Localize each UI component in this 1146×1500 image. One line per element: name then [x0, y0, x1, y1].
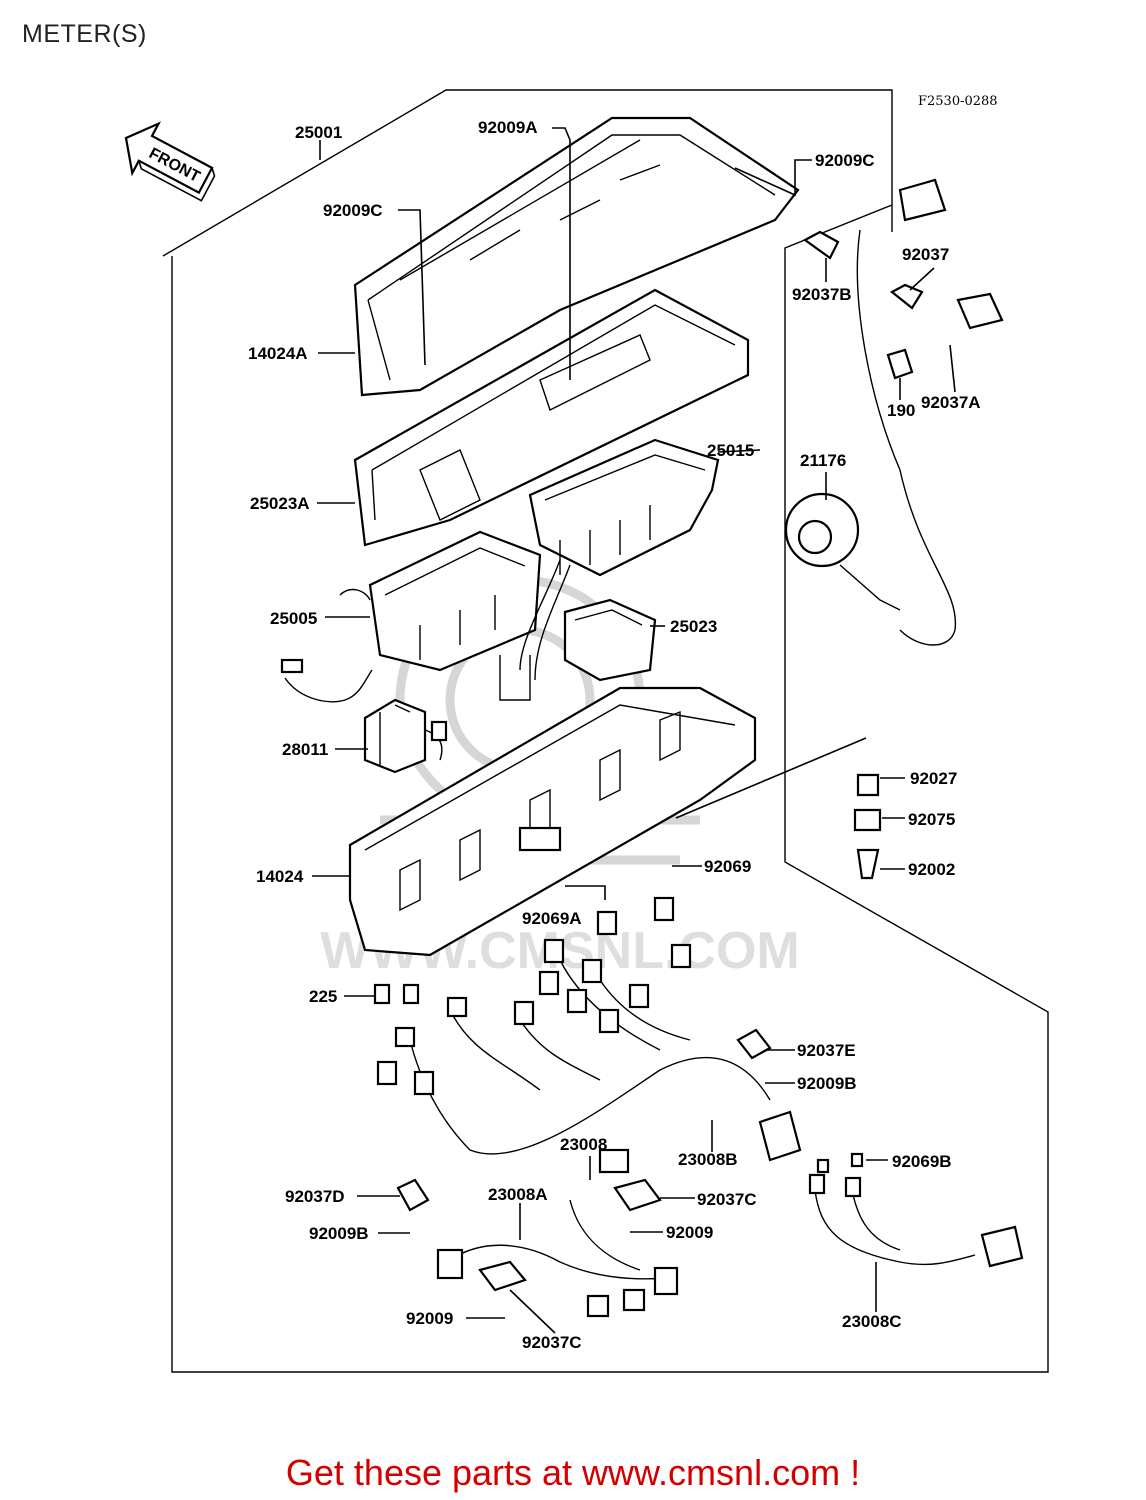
callout-190: 190	[887, 401, 915, 420]
callout-92009B-left: 92009B	[309, 1224, 369, 1243]
lamp-socket-left	[280, 658, 304, 674]
callout-92037B: 92037B	[792, 285, 852, 304]
callout-14024: 14024	[256, 867, 304, 886]
callout-92037A: 92037A	[921, 393, 981, 412]
callout-92069B: 92069B	[892, 1152, 952, 1171]
group-frame-main	[162, 89, 1049, 1373]
callout-92037E: 92037E	[797, 1041, 856, 1060]
callout-92075: 92075	[908, 810, 955, 829]
callout-23008B: 23008B	[678, 1150, 738, 1169]
callout-92037C-bottom: 92037C	[522, 1333, 582, 1352]
meter-case-14024A	[353, 288, 750, 547]
callout-92069: 92069	[704, 857, 751, 876]
meter-cover-25001	[353, 116, 800, 397]
callout-92009C-right: 92009C	[815, 151, 875, 170]
callout-92009-right: 92009	[666, 1223, 713, 1242]
grommet-stack	[853, 773, 882, 880]
callout-23008C: 23008C	[842, 1312, 902, 1331]
callout-28011: 28011	[282, 740, 328, 759]
callout-14024A: 14024A	[248, 344, 308, 363]
bracket-92037B	[802, 230, 840, 260]
regulator-28011	[363, 698, 448, 774]
footer-promo-text: Get these parts at www.cmsnl.com !	[285, 1452, 861, 1493]
bolt-190	[886, 348, 914, 380]
meter-case-14024	[348, 686, 757, 957]
callout-92009B-right: 92009B	[797, 1074, 857, 1093]
meter-25015	[528, 438, 720, 577]
bracket-92037A	[956, 292, 1004, 330]
clamp-92037E	[736, 1028, 772, 1060]
callout-92002: 92002	[908, 860, 955, 879]
callout-92009A: 92009A	[478, 118, 538, 137]
callout-92009C-left: 92009C	[323, 201, 383, 220]
callout-25015: 25015	[707, 441, 754, 460]
front-arrow: FRONT	[124, 121, 216, 202]
callout-92009-left: 92009	[406, 1309, 453, 1328]
callout-225: 225	[309, 987, 337, 1006]
exploded-parts-diagram: WWW.CMSNL.COM FRONT F2530-0288	[124, 89, 1049, 1373]
callout-92037D: 92037D	[285, 1187, 345, 1206]
wire-bundle-upper	[499, 559, 571, 701]
callout-labels: 25001 92009A 92009C 92009C 92037 92037B …	[248, 118, 981, 1352]
clamp-92037	[890, 283, 924, 310]
callout-92037C-right: 92037C	[697, 1190, 757, 1209]
footer-promo-link[interactable]: Get these parts at www.cmsnl.com !	[0, 1452, 1146, 1494]
callout-92037: 92037	[902, 245, 949, 264]
page-title: METER(S)	[22, 20, 147, 48]
sockets-row	[373, 896, 692, 1096]
callout-25001: 25001	[295, 123, 342, 142]
callout-92027: 92027	[910, 769, 957, 788]
wire-harness-23008C	[808, 1152, 1024, 1268]
callout-25005: 25005	[270, 609, 317, 628]
wire-harness-23008A	[436, 1148, 679, 1318]
lamp-wire-left	[284, 669, 373, 703]
figure-code: F2530-0288	[918, 94, 998, 109]
callout-25023A: 25023A	[250, 494, 310, 513]
callout-23008: 23008	[560, 1135, 607, 1154]
callout-23008A: 23008A	[488, 1185, 548, 1204]
indicator-25023	[563, 598, 657, 682]
wire-harness-23008B	[409, 959, 802, 1162]
clamp-92037D	[396, 1178, 430, 1212]
callout-25023: 25023	[670, 617, 717, 636]
callout-92069A: 92069A	[522, 909, 582, 928]
speedometer-cable-21176	[784, 178, 957, 646]
callout-21176: 21176	[800, 451, 846, 470]
leader-lines	[312, 127, 956, 1334]
meter-25005	[339, 530, 542, 672]
